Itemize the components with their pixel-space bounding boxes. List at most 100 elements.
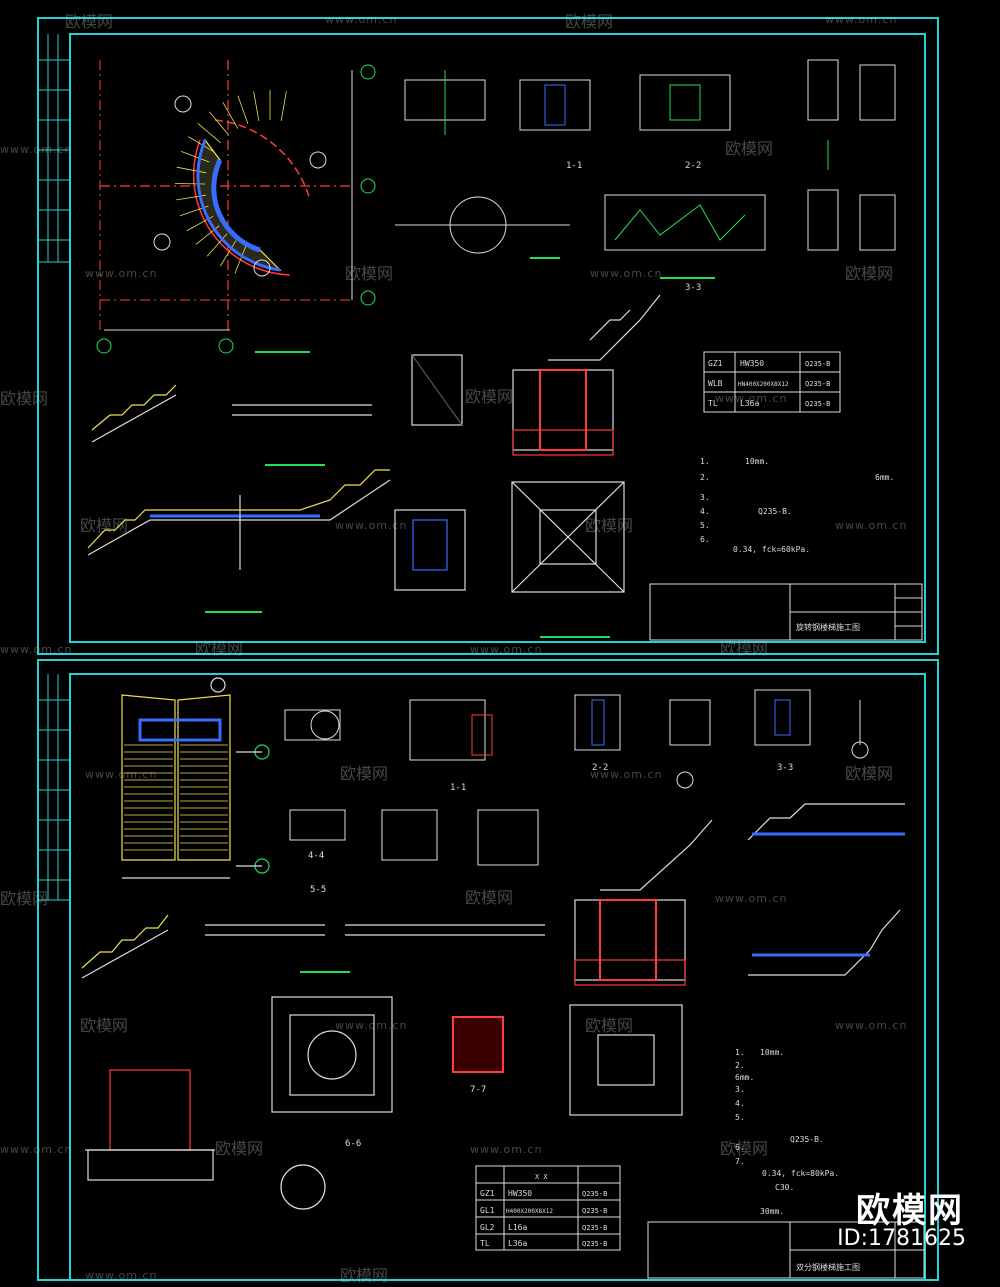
sheet-1-section-label-3: 3-3: [685, 283, 701, 293]
brand-id: ID:1781625: [837, 1226, 966, 1251]
sheet-1-stair-flights: [88, 385, 390, 612]
sheet-2: 1-1 2-2 3-3 4-4: [38, 660, 938, 1280]
watermark-brand: 欧模网: [565, 12, 613, 31]
watermark: www.om.cn: [715, 887, 787, 906]
watermark: 欧模网: [80, 512, 128, 536]
watermark-brand: 欧模网: [0, 889, 48, 908]
sheet-1-title-block: [650, 584, 922, 640]
watermark: www.om.cn: [85, 763, 157, 782]
sheet-2-section-label-3: 3-3: [777, 763, 793, 773]
watermark-site: www.om.cn: [470, 643, 542, 656]
watermark-site: www.om.cn: [825, 13, 897, 26]
watermark-site: www.om.cn: [85, 768, 157, 781]
watermark: 欧模网: [465, 383, 513, 407]
watermark-site: www.om.cn: [470, 1143, 542, 1156]
spiral-tread: [209, 112, 228, 135]
sheet-1-table-code-1: GZ1: [708, 359, 723, 368]
sheet-1-outer-frame: [38, 18, 938, 654]
spiral-tread: [254, 91, 259, 121]
sheet-2-table-code-1: GZ1: [480, 1189, 495, 1198]
watermark: www.om.cn: [835, 514, 907, 533]
watermark: 欧模网: [720, 1135, 768, 1159]
watermark-brand: 欧模网: [195, 639, 243, 658]
sheet-2-section-label-7: 7-7: [470, 1085, 486, 1095]
sheet-1-note-snippet-2: 6mm.: [875, 473, 894, 482]
watermark-brand: 欧模网: [465, 888, 513, 907]
sheet-2-table-header: X X: [535, 1173, 548, 1181]
sheet-2-note-num-5: 5.: [735, 1113, 745, 1122]
watermark: www.om.cn: [590, 763, 662, 782]
spiral-tread: [223, 102, 238, 128]
sheet-2-binding-strip: [38, 674, 70, 900]
watermark-site: www.om.cn: [0, 143, 72, 156]
sheet-1-note-num-3: 3.: [700, 493, 710, 502]
sheet-1-title-name: 旋转钢楼梯施工图: [796, 622, 860, 632]
watermark: www.om.cn: [0, 138, 72, 157]
watermark-site: www.om.cn: [335, 1019, 407, 1032]
watermark: www.om.cn: [470, 638, 542, 657]
spiral-tread: [196, 226, 219, 245]
watermark-brand: 欧模网: [465, 387, 513, 406]
sheet-1-table-spec-1: HW350: [740, 359, 764, 368]
sheet-2-note-snippet-4: 0.34, fck=80kPa.: [762, 1169, 839, 1178]
watermark: 欧模网: [465, 884, 513, 908]
watermark: 欧模网: [215, 1135, 263, 1159]
sheet-2-inner-frame: [70, 674, 925, 1280]
sheet-2-table-spec-1: HW350: [508, 1189, 532, 1198]
sheet-2-title-name: 双分钢楼梯施工图: [796, 1262, 860, 1272]
watermark-site: www.om.cn: [835, 1019, 907, 1032]
spiral-tread: [198, 123, 221, 142]
spiral-tread: [207, 234, 227, 257]
sheet-1-section-label-1: 1-1: [566, 161, 582, 171]
sheet-2-table-code-3: GL2: [480, 1223, 495, 1232]
sheet-1-connection-details: [395, 60, 895, 278]
sheet-1-note-num-5: 5.: [700, 521, 710, 530]
watermark-brand: 欧模网: [65, 12, 113, 31]
sheet-2-section-label-1: 1-1: [450, 783, 466, 793]
watermark-brand: 欧模网: [340, 764, 388, 783]
watermark: www.om.cn: [0, 1138, 72, 1157]
watermark: www.om.cn: [325, 8, 397, 27]
watermark: www.om.cn: [0, 638, 72, 657]
watermark: 欧模网: [845, 760, 893, 784]
watermark-site: www.om.cn: [0, 643, 72, 656]
watermark: 欧模网: [845, 260, 893, 284]
sheet-2-note-snippet-5: C30.: [775, 1183, 794, 1192]
watermark: www.om.cn: [825, 8, 897, 27]
sheet-2-table-code-2: GL1: [480, 1206, 495, 1215]
sheet-1-column-footing: [395, 295, 660, 637]
sheet-1-note-num-4: 4.: [700, 507, 710, 516]
watermark-site: www.om.cn: [325, 13, 397, 26]
watermark: www.om.cn: [835, 1014, 907, 1033]
sheet-2-table-spec-2: H400X200X8X12: [506, 1208, 553, 1215]
sheet-2-table-grade-4: Q235-B: [582, 1240, 607, 1248]
watermark-brand: 欧模网: [80, 516, 128, 535]
sheet-2-note-num-1: 1.: [735, 1048, 745, 1057]
watermark: www.om.cn: [715, 387, 787, 406]
watermark: www.om.cn: [335, 1014, 407, 1033]
watermark-brand: 欧模网: [720, 639, 768, 658]
double-treads: [124, 745, 228, 850]
sheet-1-note-snippet-3: Q235-B.: [758, 507, 792, 516]
sheet-1-table-grade-3: Q235-B: [805, 400, 830, 408]
watermark: www.om.cn: [85, 1264, 157, 1283]
watermark: 欧模网: [340, 760, 388, 784]
watermark: www.om.cn: [590, 262, 662, 281]
watermark-brand: 欧模网: [845, 764, 893, 783]
watermark: www.om.cn: [85, 262, 157, 281]
spiral-tread: [238, 96, 248, 124]
watermark-site: www.om.cn: [590, 768, 662, 781]
sheet-2-note-num-3: 3.: [735, 1085, 745, 1094]
sheet-1-note-num-6: 6.: [700, 535, 710, 544]
sheet-2-section-label-5: 5-5: [310, 885, 326, 895]
watermark-site: www.om.cn: [85, 267, 157, 280]
watermark-brand: 欧模网: [720, 1139, 768, 1158]
sheet-1-note-num-1: 1.: [700, 457, 710, 466]
sheet-1-section-label-2: 2-2: [685, 161, 701, 171]
sheet-2-table-spec-3: L16a: [508, 1223, 527, 1232]
sheet-2-note-snippet-2: 6mm.: [735, 1073, 754, 1082]
watermark-site: www.om.cn: [0, 1143, 72, 1156]
watermark-brand: 欧模网: [80, 1016, 128, 1035]
sheet-1: 1-1 2-2 3-3: [38, 18, 938, 654]
